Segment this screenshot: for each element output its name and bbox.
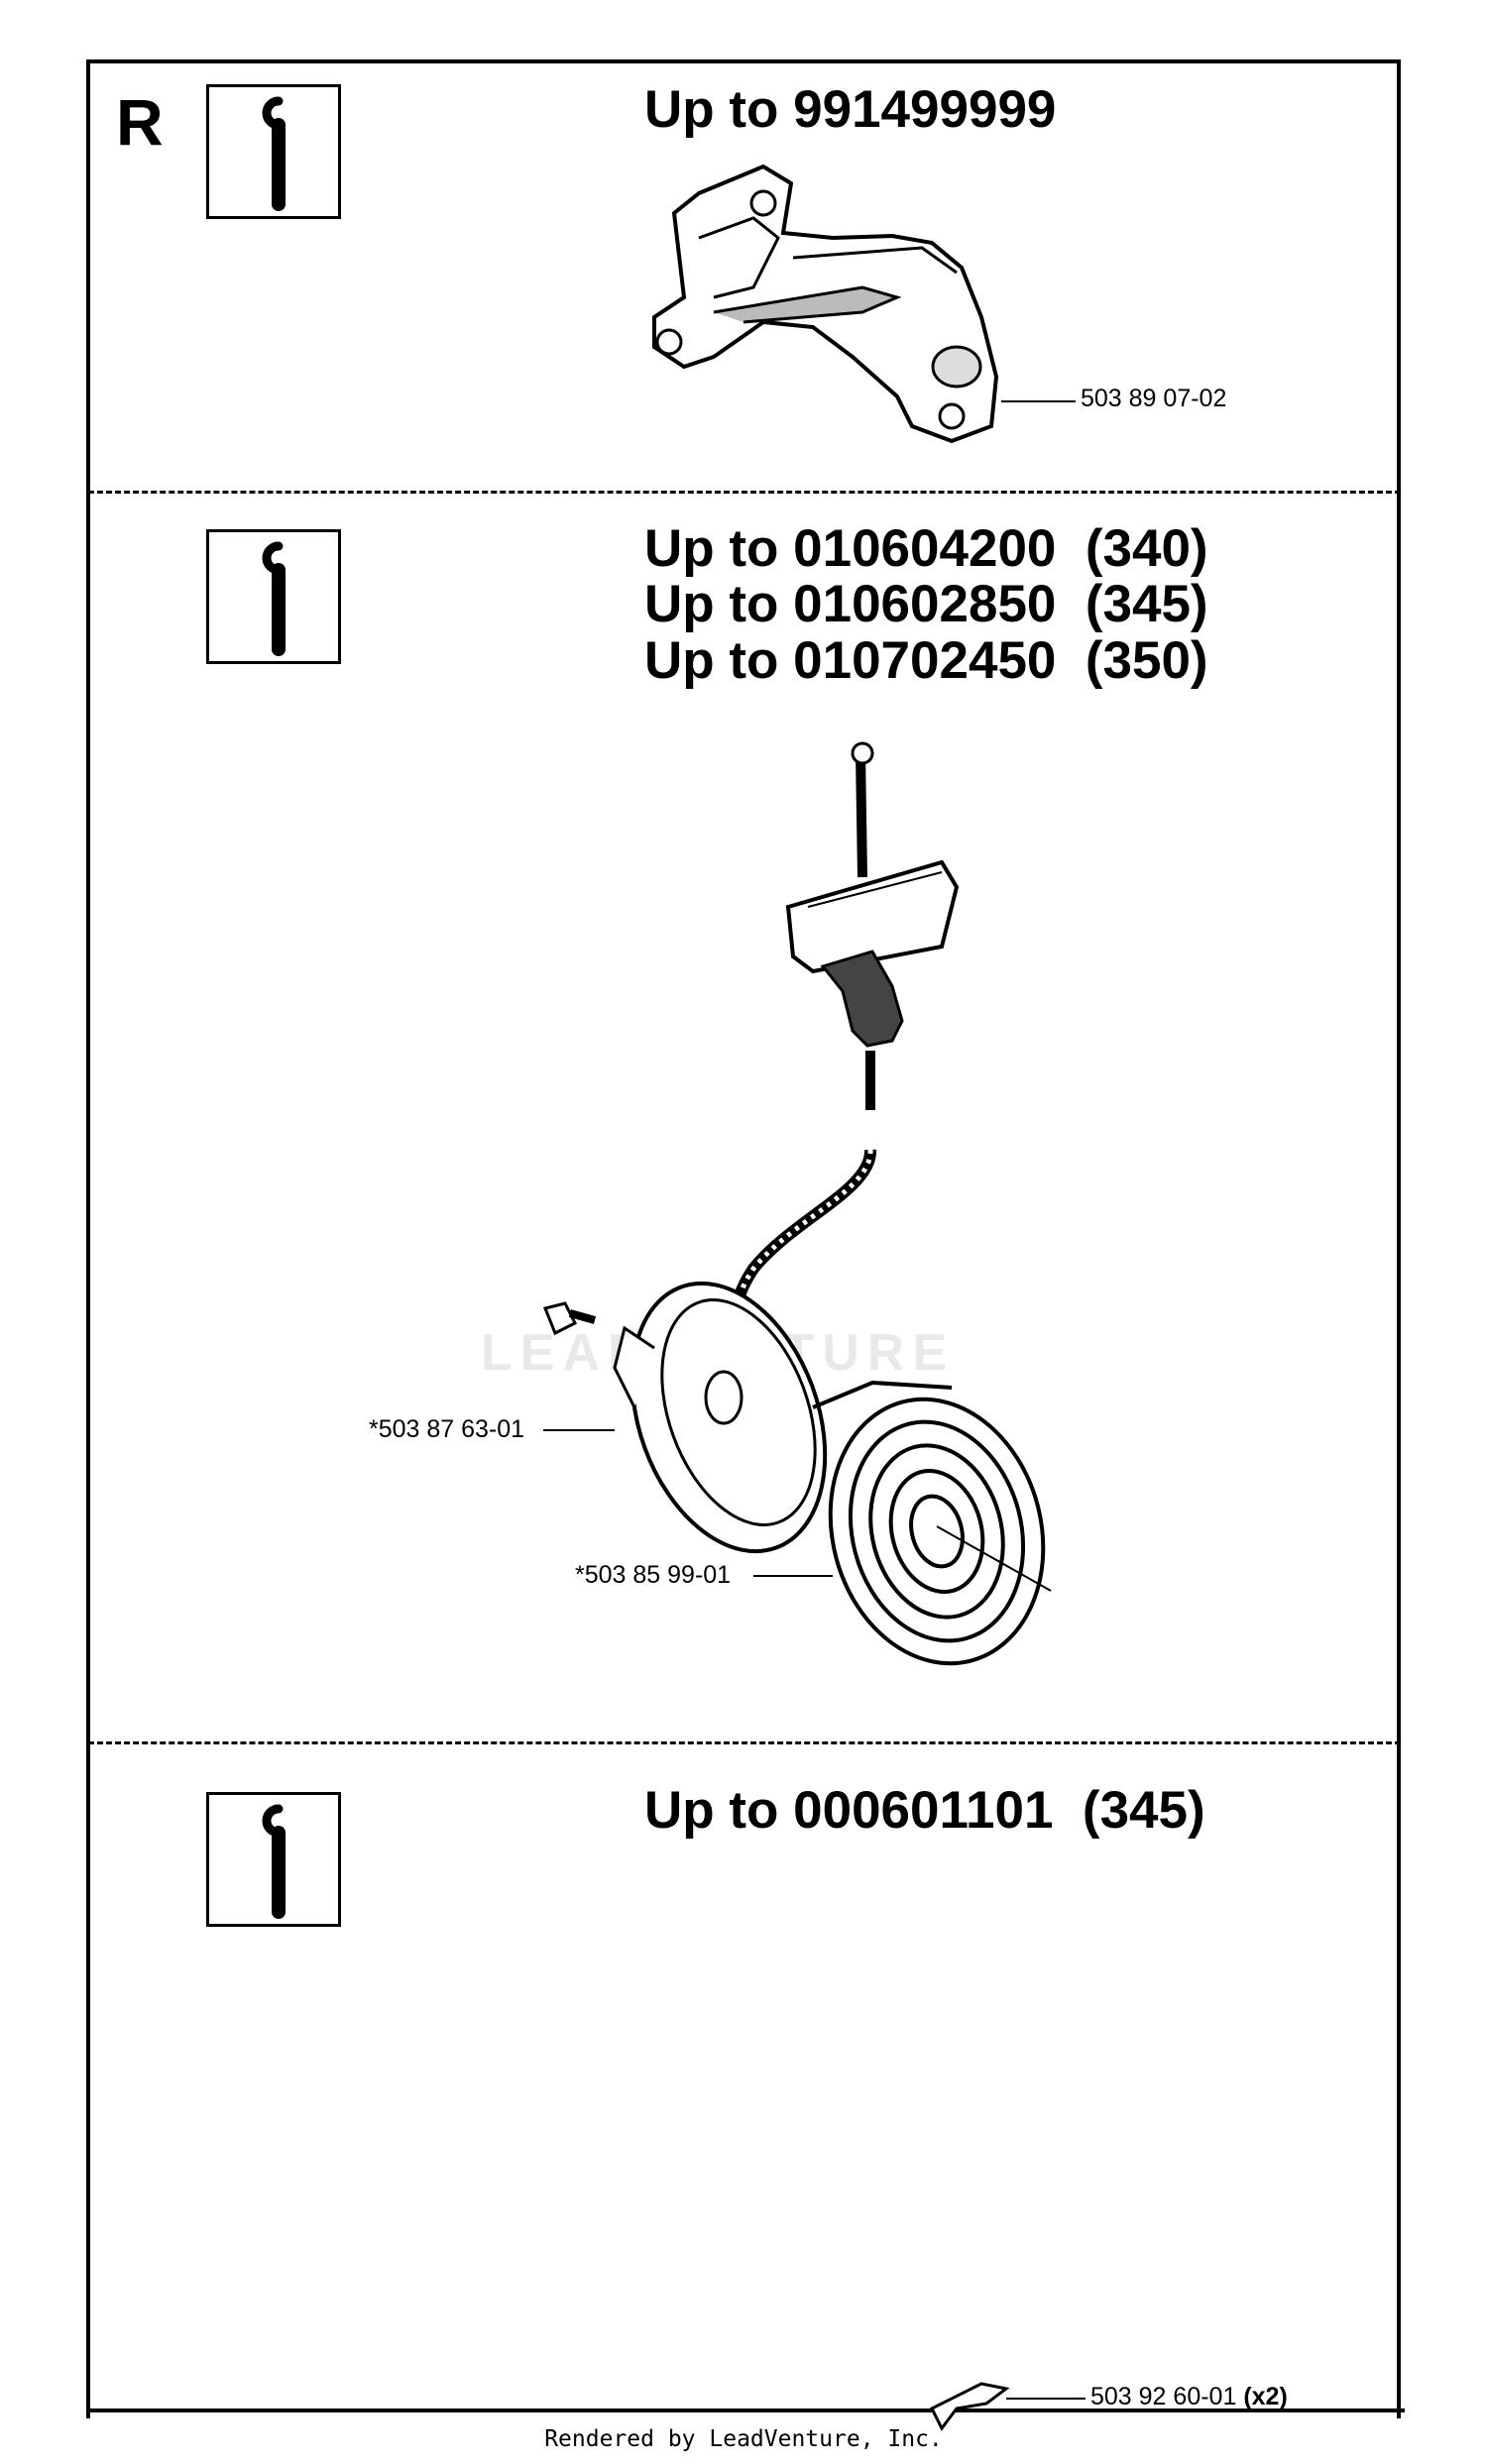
tool-box (206, 529, 341, 664)
quantity-label: (x2) (1243, 2383, 1288, 2410)
tool-box (206, 84, 341, 219)
section-2-heading: Up to 010602850 (345) (644, 575, 1208, 633)
section-divider (88, 1741, 1401, 1744)
section-divider (88, 491, 1401, 494)
section-letter: R (116, 85, 164, 159)
part-number-label: 503 89 07-02 (1081, 385, 1227, 412)
diagram-frame-bottom (86, 2408, 1405, 2412)
diagram-frame (86, 59, 1401, 2418)
section-r-heading: Up to 991499999 (644, 80, 1057, 139)
section-3-heading: Up to 000601101 (345) (644, 1781, 1205, 1840)
part-number-label: *503 87 63-01 (369, 1415, 525, 1443)
section-2-heading: Up to 010604200 (340) (644, 519, 1208, 578)
part-number-label: 503 92 60-01 (x2) (1090, 2385, 1288, 2409)
tool-box (206, 1792, 341, 1927)
wrench-icon (262, 96, 286, 211)
part-number-label: *503 85 99-01 (575, 1561, 732, 1589)
part-number: 503 92 60-01 (1090, 2383, 1237, 2410)
wrench-icon (262, 1804, 286, 1919)
footer-credit: Rendered by LeadVenture, Inc. (544, 2426, 943, 2452)
section-2-heading: Up to 010702450 (350) (644, 631, 1208, 690)
wrench-icon (262, 541, 286, 656)
